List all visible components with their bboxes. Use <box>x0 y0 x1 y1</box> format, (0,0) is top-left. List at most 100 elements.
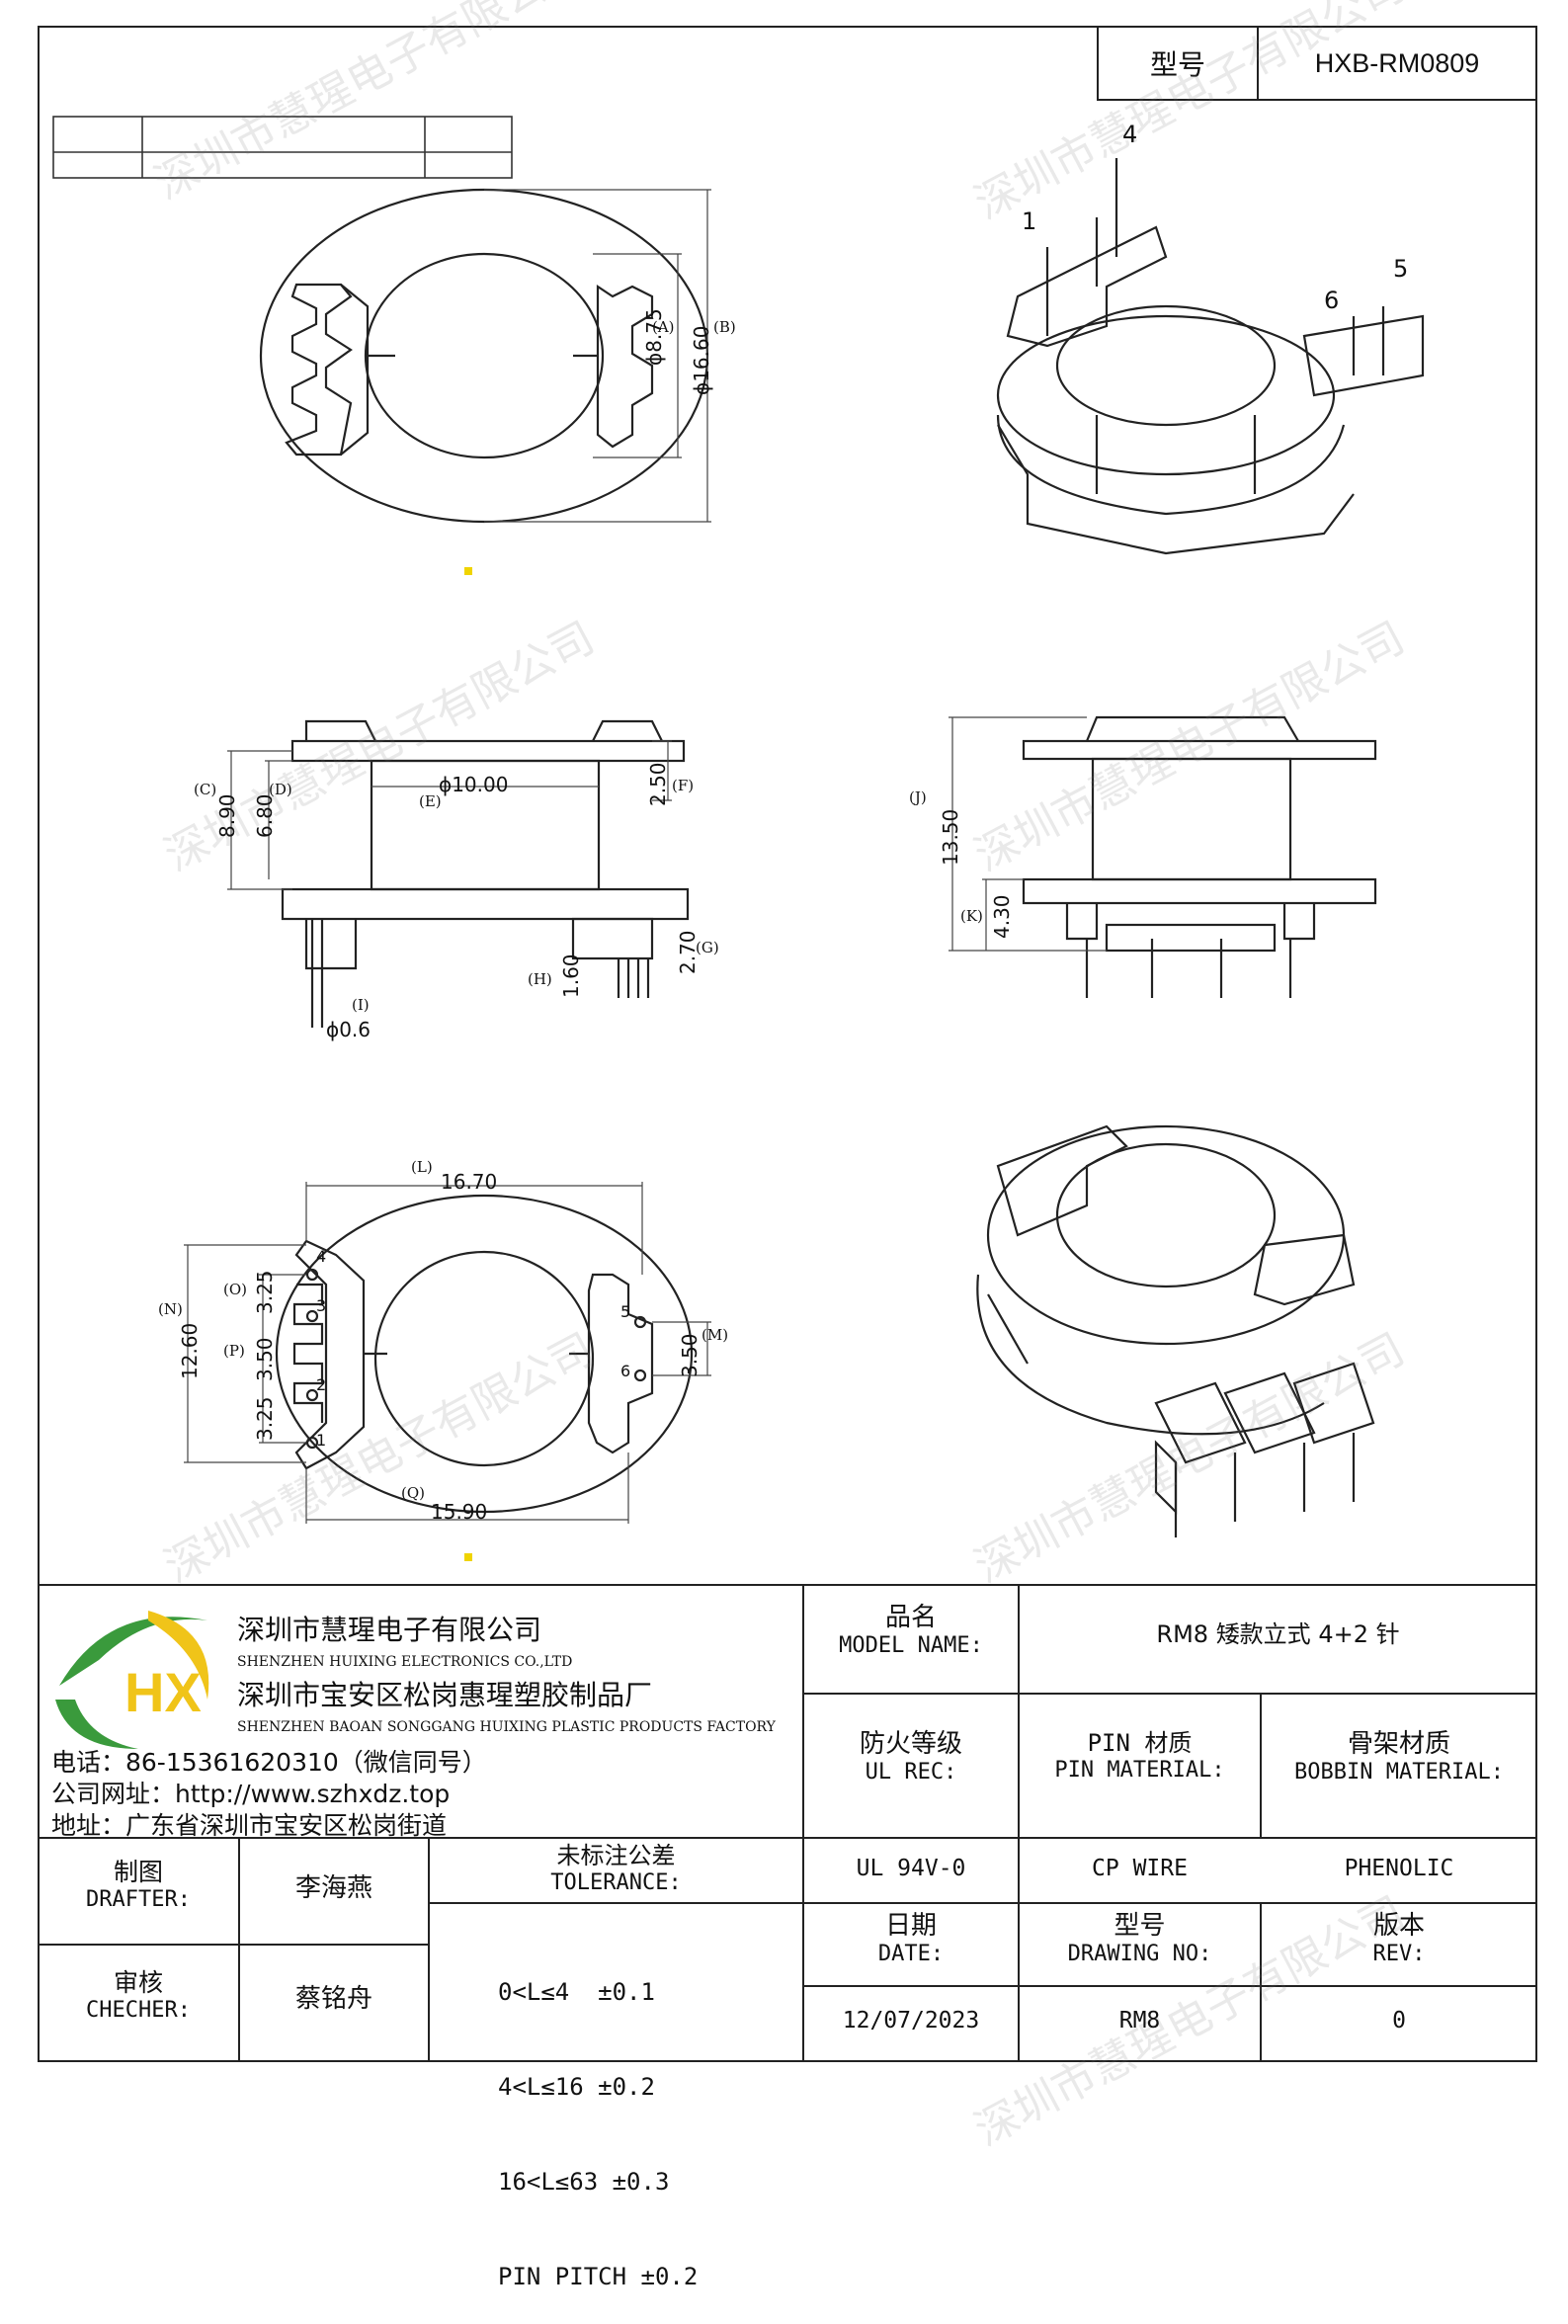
tolerance-list: 0<L≤4 ±0.1 4<L≤16 ±0.2 16<L≤63 ±0.3 PIN … <box>498 1913 698 2324</box>
tolerance-cn: 未标注公差 <box>556 1842 676 1869</box>
logo-text: HX <box>124 1661 202 1723</box>
dim-value: 12.60 <box>178 1322 202 1379</box>
factory-name-en: SHENZHEN BAOAN SONGGANG HUIXING PLASTIC … <box>237 1719 776 1735</box>
dim-tag: (O) <box>223 1281 248 1298</box>
rev-value: 0 <box>1392 2008 1406 2034</box>
model-label: 型号 <box>1099 28 1259 99</box>
drafter-value: 李海燕 <box>294 1873 372 1903</box>
dim-value: 3.25 <box>253 1270 277 1314</box>
drawing-no-cn: 型号 <box>1114 1911 1166 1941</box>
bobbin-material-value: PHENOLIC <box>1344 1856 1454 1881</box>
dim-tag: (E) <box>419 792 442 810</box>
pin-label: 6 <box>1324 287 1340 314</box>
dim-tag: (I) <box>352 996 370 1014</box>
dim-tag: (J) <box>909 788 927 806</box>
dim-value: ϕ0.6 <box>326 1018 371 1041</box>
dim-tag: (A) <box>652 318 675 336</box>
dim-tag: (D) <box>269 781 292 798</box>
tolerance-line: 16<L≤63 ±0.3 <box>498 2168 670 2196</box>
dim-tag: (K) <box>960 907 983 925</box>
pin-label: 4 <box>1122 121 1138 148</box>
drawing-no-value: RM8 <box>1118 2008 1161 2034</box>
rev-cn: 版本 <box>1372 1911 1425 1941</box>
dim-tag: (P) <box>223 1342 245 1360</box>
checker-value: 蔡铭舟 <box>294 1984 372 2014</box>
dim-value: 3.50 <box>678 1333 701 1377</box>
dim-value: 4.30 <box>990 894 1014 939</box>
drawing-canvas <box>38 116 1537 2062</box>
tolerance-line: 4<L≤16 ±0.2 <box>498 2073 655 2101</box>
iso-view-bottom <box>976 1124 1375 1537</box>
model-name-cn: 品名 <box>884 1603 937 1632</box>
side-view-drawing <box>281 719 690 1028</box>
factory-name-cn: 深圳市宝安区松岗惠瑆塑胶制品厂 <box>237 1679 653 1711</box>
company-name-en: SHENZHEN HUIXING ELECTRONICS CO.,LTD <box>237 1654 573 1670</box>
dim-value: 3.25 <box>253 1396 277 1441</box>
ul-en: UL REC: <box>865 1760 957 1785</box>
dim-tag: (M) <box>701 1326 729 1344</box>
bottom-view-drawing <box>275 1194 694 1514</box>
checker-label: 审核 CHECHER: <box>38 1968 239 2024</box>
pin-material-en: PIN MATERIAL: <box>1054 1757 1225 1783</box>
dim-tag: (F) <box>672 777 695 794</box>
drawing-no-label: 型号 DRAWING NO: <box>1019 1911 1261 1968</box>
model-name-value: RM8 矮款立式 4+2 针 <box>1156 1620 1400 1648</box>
ul-cn: 防火等级 <box>859 1729 962 1759</box>
dim-value: ϕ16.60 <box>690 325 713 395</box>
model-header: 型号 HXB-RM0809 <box>1097 26 1537 101</box>
dim-tag: (Q) <box>401 1484 426 1502</box>
company-address: 地址：广东省深圳市宝安区松岗街道 <box>51 1811 448 1840</box>
checker-en: CHECHER: <box>86 1998 191 2023</box>
dim-value: 2.50 <box>646 762 670 806</box>
dim-value: 15.90 <box>431 1500 488 1524</box>
dim-value: 6.80 <box>253 793 277 838</box>
bobbin-material-label: 骨架材质 BOBBIN MATERIAL: <box>1261 1729 1537 1786</box>
front-view-drawing <box>1022 715 1377 998</box>
dim-value: 8.90 <box>215 793 239 838</box>
drafter-en: DRAFTER: <box>86 1887 191 1912</box>
company-name-cn: 深圳市慧瑆电子有限公司 <box>237 1614 542 1646</box>
pin-label: 1 <box>1022 208 1037 235</box>
date-value: 12/07/2023 <box>842 2008 980 2034</box>
iso-view-top <box>996 158 1425 555</box>
dim-tag: (L) <box>411 1158 433 1176</box>
dim-tag: (G) <box>696 939 719 956</box>
top-view-drawing <box>259 188 709 524</box>
pin-material-label: PIN 材质 PIN MATERIAL: <box>1019 1729 1261 1784</box>
dim-value: ϕ10.00 <box>439 773 509 796</box>
bobbin-material-en: BOBBIN MATERIAL: <box>1294 1760 1504 1785</box>
company-logo <box>55 1611 209 1749</box>
pin-material-value: CP WIRE <box>1092 1856 1188 1881</box>
pin-label: 3 <box>316 1296 327 1315</box>
tolerance-line: 0<L≤4 ±0.1 <box>498 1978 655 2006</box>
dim-tag: (H) <box>528 970 552 988</box>
pin-label: 5 <box>1393 255 1409 283</box>
drawing-sheet <box>38 26 1537 2062</box>
pin-material-cn: PIN 材质 <box>1087 1729 1193 1757</box>
drafter-cn: 制图 <box>113 1858 163 1886</box>
dim-tag: (B) <box>713 318 736 336</box>
company-phone: 电话：86-15361620310（微信同号） <box>51 1748 487 1777</box>
pin-label: 1 <box>316 1431 327 1450</box>
company-website: 公司网址：http://www.szhxdz.top <box>51 1780 451 1808</box>
dim-tag: (C) <box>194 781 217 798</box>
date-en: DATE: <box>877 1942 945 1967</box>
pin-label: 5 <box>620 1302 631 1321</box>
dim-value: 3.50 <box>253 1337 277 1381</box>
rev-label: 版本 REV: <box>1261 1911 1537 1968</box>
tolerance-line: PIN PITCH ±0.2 <box>498 2263 699 2290</box>
date-cn: 日期 <box>884 1911 937 1941</box>
pin-label: 2 <box>316 1375 327 1394</box>
model-name-label: 品名 MODEL NAME: <box>803 1603 1019 1660</box>
drafter-label: 制图 DRAFTER: <box>38 1858 239 1913</box>
dim-value: ϕ8.75 <box>642 308 666 366</box>
tolerance-label: 未标注公差 TOLERANCE: <box>429 1842 803 1896</box>
pin-label: 4 <box>316 1247 327 1266</box>
checker-cn: 审核 <box>113 1968 163 1997</box>
ul-value: UL 94V-0 <box>856 1856 966 1881</box>
model-value: HXB-RM0809 <box>1314 47 1480 78</box>
date-label: 日期 DATE: <box>803 1911 1019 1968</box>
dim-tag: (N) <box>158 1300 183 1318</box>
dim-value: 13.50 <box>939 808 962 866</box>
bobbin-material-cn: 骨架材质 <box>1347 1729 1450 1759</box>
